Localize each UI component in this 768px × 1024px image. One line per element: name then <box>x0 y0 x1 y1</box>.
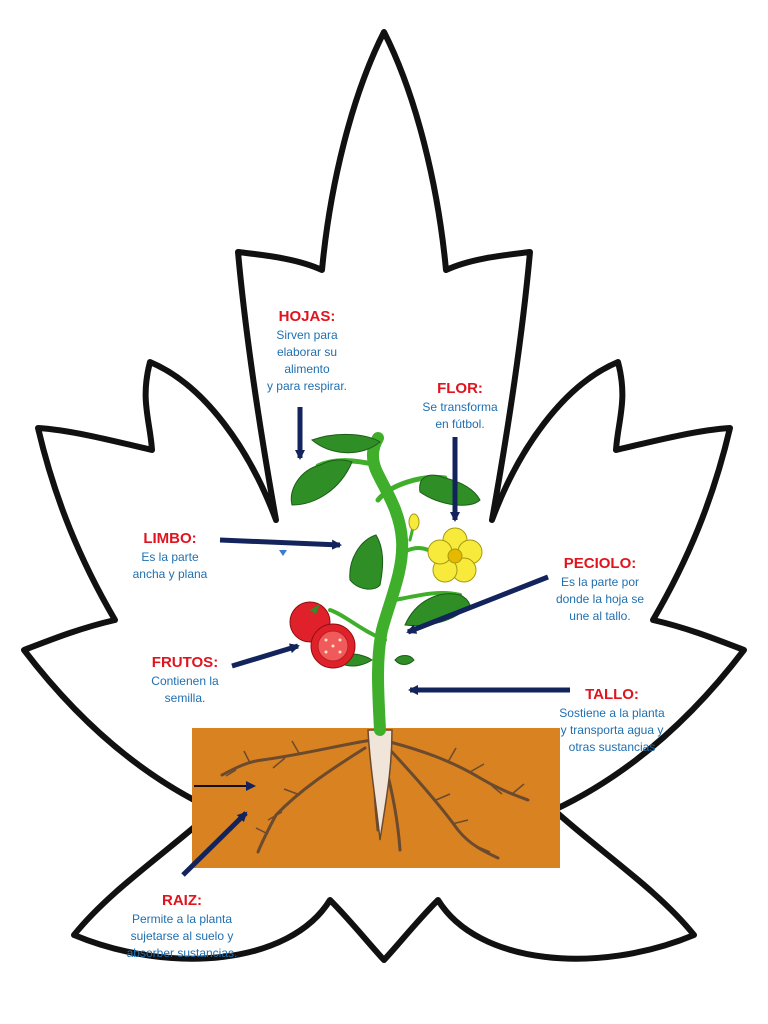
label-hojas: HOJAS: Sirven para elaborar su alimento … <box>247 308 367 395</box>
flower <box>427 527 483 583</box>
label-limbo-title: LIMBO: <box>143 530 197 547</box>
label-raiz-desc: Permite a la planta sujetarse al suelo y… <box>126 912 238 960</box>
small-marker <box>279 550 287 556</box>
label-frutos: FRUTOS: Contienen la semilla. <box>125 654 245 707</box>
label-tallo-title: TALLO: <box>585 686 639 703</box>
label-tallo: TALLO: Sostiene a la planta y transporta… <box>542 686 682 756</box>
leaf-top-left <box>290 459 353 506</box>
label-hojas-title: HOJAS: <box>278 308 336 325</box>
arrow-frutos <box>231 643 300 669</box>
leaf-small-right <box>394 655 415 665</box>
taproot <box>367 729 393 841</box>
root-hairs <box>225 740 525 853</box>
pointer-arrows <box>181 407 570 877</box>
leaf-limbo <box>349 534 384 590</box>
label-tallo-desc: Sostiene a la planta y transporta agua y… <box>559 706 665 754</box>
label-flor-desc: Se transforma en fútbol. <box>422 400 498 431</box>
leaf-top <box>311 433 381 454</box>
label-peciolo: PECIOLO: Es la parte por donde la hoja s… <box>535 555 665 625</box>
arrow-peciolo <box>406 574 549 635</box>
label-raiz-title: RAIZ: <box>162 892 202 909</box>
label-hojas-desc: Sirven para elaborar su alimento y para … <box>266 328 348 393</box>
label-flor-title: FLOR: <box>437 380 483 397</box>
arrow-limbo <box>219 537 342 550</box>
label-frutos-title: FRUTOS: <box>151 654 219 671</box>
label-limbo-desc: Es la parte ancha y plana <box>132 550 208 581</box>
label-frutos-desc: Contienen la semilla. <box>151 674 219 705</box>
label-limbo: LIMBO: Es la parte ancha y plana <box>110 530 230 583</box>
arrow-raiz <box>181 811 248 877</box>
label-peciolo-desc: Es la parte por donde la hoja se une al … <box>555 575 645 623</box>
label-raiz: RAIZ: Permite a la planta sujetarse al s… <box>112 892 252 962</box>
fruits <box>289 601 356 669</box>
label-flor: FLOR: Se transforma en fútbol. <box>400 380 520 433</box>
label-peciolo-title: PECIOLO: <box>563 555 637 572</box>
flower-bud <box>408 513 420 531</box>
